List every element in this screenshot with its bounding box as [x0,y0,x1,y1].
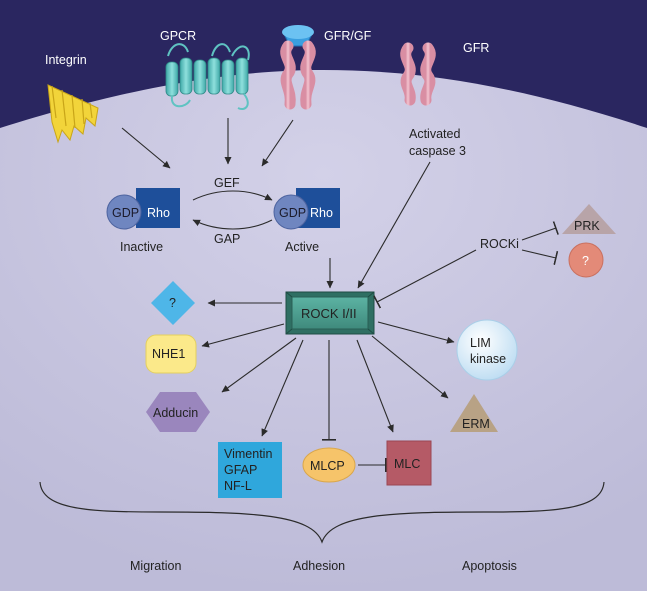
rock-to-erm-arrow [371,335,449,399]
nhe1-box [145,334,197,374]
rock-to-filaments-arrow [261,339,304,437]
rho-inactive-label: Rho [147,206,170,220]
gpcr-receptor [165,43,250,110]
lim-kinase-label-line2: kinase [470,352,506,366]
unknown-circle-label: ? [582,254,589,268]
rocki-inhibits-prk [521,221,559,241]
rock-label: ROCK I/II [301,306,357,321]
nfl-label: NF-L [224,479,252,493]
prk-label: PRK [574,219,600,233]
nhe1-label: NHE1 [152,347,185,361]
gdp-active-circle [273,194,309,230]
rho-inactive: GDP Rho [106,188,180,230]
gdp-active-label: GDP [279,206,306,220]
caspase-to-rock-arrow [357,161,431,289]
caspase-label-line1: Activated [409,127,460,141]
filaments-box [218,442,282,498]
gfr-label: GFR [463,41,489,55]
caspase-label-line2: caspase 3 [409,144,466,158]
active-label: Active [285,240,319,254]
gef-label: GEF [214,176,240,190]
lim-kinase-label-line1: LIM [470,336,491,350]
mlcp-ellipse [302,447,356,483]
gfr-receptor [400,42,436,106]
apoptosis-label: Apoptosis [462,559,517,573]
mlc-box [386,440,432,486]
adducin-hexagon [146,392,210,432]
rock-to-nhe1-arrow [201,323,285,348]
gap-label: GAP [214,232,240,246]
gfap-label: GFAP [224,463,257,477]
outcome-brace [39,481,605,544]
vimentin-label: Vimentin [224,447,272,461]
adhesion-label: Adhesion [293,559,345,573]
gfr-to-gef-arrow [261,119,294,167]
unknown-diamond [151,281,195,325]
gfr-gf-receptor [280,25,316,110]
erm-triangle [450,394,498,432]
gpcr-label: GPCR [160,29,196,43]
mlc-label: MLC [394,457,420,471]
unknown-circle [568,242,604,278]
rocki-label: ROCKi [480,237,519,251]
rock-box [285,291,375,335]
gap-arrow [192,219,273,230]
rock-to-mlc-arrow [356,339,394,433]
gfr-gf-label: GFR/GF [324,29,372,43]
unknown-diamond-label: ? [169,296,176,310]
integrin-to-rho-arrow [121,127,171,169]
rocki-inhibits-rock [373,249,477,309]
rocki-inhibits-unknown [521,249,559,265]
migration-label: Migration [130,559,181,573]
gdp-inactive-circle [106,194,142,230]
rho-active-label: Rho [310,206,333,220]
inactive-label: Inactive [120,240,163,254]
gdp-inactive-label: GDP [112,206,139,220]
rho-inactive-square [136,188,180,228]
gef-arrow [192,190,273,201]
rock-to-lim-arrow [377,321,455,344]
integrin-label: Integrin [45,53,87,67]
mlcp-label: MLCP [310,459,345,473]
adducin-label: Adducin [153,406,198,420]
prk-triangle [562,204,616,234]
integrin-receptor [47,84,99,144]
erm-label: ERM [462,417,490,431]
rho-active: GDP Rho [273,188,340,230]
lim-kinase-circle [456,319,518,381]
rock-to-adducin-arrow [221,337,297,393]
